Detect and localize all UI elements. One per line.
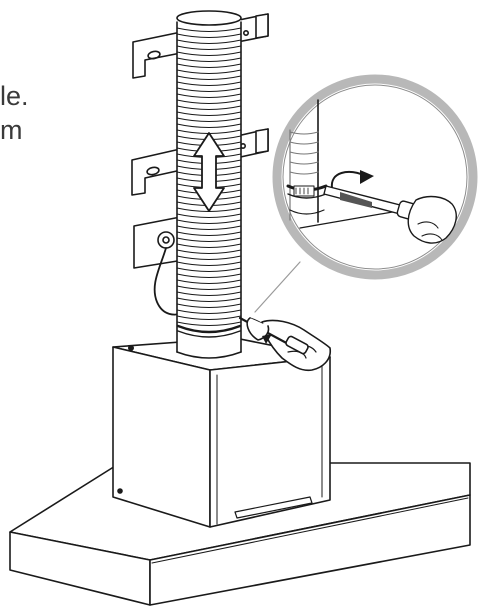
hose-rib — [176, 231, 242, 237]
hose-rib — [176, 243, 242, 249]
hose-rib — [176, 117, 242, 123]
hose-rib — [176, 27, 242, 33]
hose-rib — [176, 69, 242, 75]
hose-rib — [176, 309, 242, 315]
hose-rib — [176, 57, 242, 63]
hose-rib — [176, 291, 242, 297]
hose-clamp-icon — [176, 324, 242, 334]
hose-rib — [176, 111, 242, 117]
hose-rib — [176, 63, 242, 69]
double-arrow-icon — [193, 132, 225, 212]
hose-rib — [176, 255, 242, 261]
rotate-arrow-icon — [246, 317, 270, 341]
hose-rib — [176, 303, 242, 309]
hose-rib — [176, 93, 242, 99]
hose-rib — [176, 261, 242, 267]
hose-rib — [176, 249, 242, 255]
hose-rib — [176, 285, 242, 291]
hose-rib — [176, 123, 242, 129]
hose-rib — [176, 315, 242, 321]
callout-pointer — [254, 261, 301, 313]
hose-rib — [176, 321, 242, 327]
power-cable-icon — [153, 247, 184, 316]
hose-rib — [176, 237, 242, 243]
hose-rib — [176, 75, 242, 81]
hose-rib — [176, 213, 242, 219]
hose-rib — [176, 105, 242, 111]
magnifier-callout-icon — [272, 74, 478, 280]
hose-rib — [176, 225, 242, 231]
hose-rib — [176, 51, 242, 57]
hose-rib — [176, 279, 242, 285]
hose-rib — [176, 267, 242, 273]
hose-rib — [176, 219, 242, 225]
hose-rib — [176, 33, 242, 39]
caption-fragment-1: le. — [0, 81, 29, 111]
hose-rib — [176, 39, 242, 45]
hose-rib — [176, 297, 242, 303]
hose-rib — [176, 273, 242, 279]
hose-rib — [176, 99, 242, 105]
caption-fragment-2: m — [0, 115, 23, 145]
hose-rib — [176, 81, 242, 87]
hose-rib — [176, 87, 242, 93]
hose-rib — [176, 45, 242, 51]
